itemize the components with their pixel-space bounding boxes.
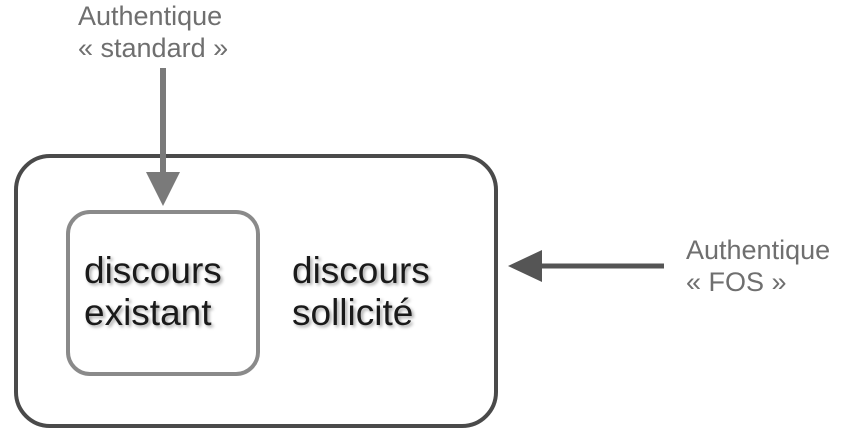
label-standard-line-2: « standard » xyxy=(78,33,229,63)
label-standard-line-1: Authentique xyxy=(78,1,223,31)
inner-text-line-1: discours xyxy=(84,250,222,291)
outer-box-discours-sollicite xyxy=(14,154,498,428)
label-fos-line-1: Authentique xyxy=(686,235,831,265)
text-discours-existant: discours existant xyxy=(84,250,222,334)
arrow-fos xyxy=(508,250,664,282)
label-authentique-standard: Authentique « standard » xyxy=(78,0,228,64)
text-discours-sollicite: discours sollicité xyxy=(292,250,430,334)
inner-box-discours-existant xyxy=(66,210,260,376)
label-authentique-fos: Authentique « FOS » xyxy=(686,234,830,298)
label-fos-line-2: « FOS » xyxy=(686,267,787,297)
inner-text-line-2: existant xyxy=(84,292,212,333)
outer-text-line-1: discours xyxy=(292,250,430,291)
outer-text-line-2: sollicité xyxy=(292,292,414,333)
